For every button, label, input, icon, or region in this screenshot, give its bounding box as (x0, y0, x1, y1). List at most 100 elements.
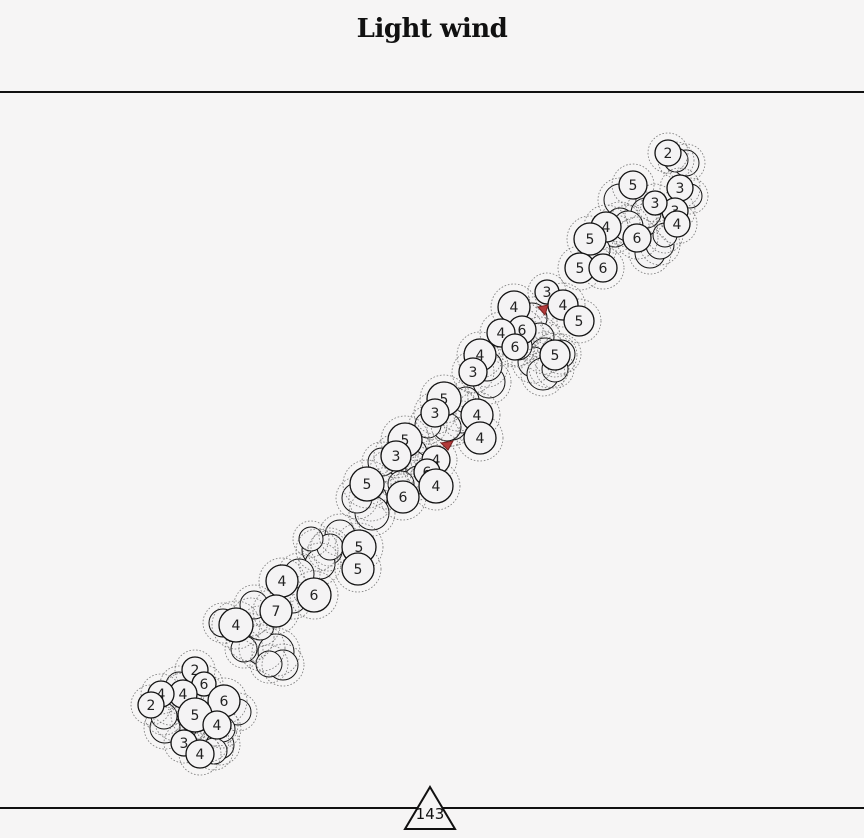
wind-circle-label: 6 (399, 490, 408, 506)
wind-circle-label: 6 (511, 340, 520, 356)
wind-circle-label: 4 (432, 453, 441, 469)
dotted-ring (456, 331, 504, 379)
accent-mark-middle (439, 440, 454, 451)
wind-circle-shape (622, 223, 652, 253)
wind-circle: 5 (341, 552, 375, 586)
wind-circle-label: 6 (220, 694, 229, 710)
wind-circle-label: 6 (518, 323, 527, 339)
wind-circle-shape (642, 190, 668, 216)
dotted-ring (292, 520, 330, 558)
wind-circle-label: 4 (473, 408, 482, 424)
wind-circle-shape (458, 357, 488, 387)
wind-circle: 4 (497, 290, 531, 324)
marker-triangle: 143 (403, 785, 457, 830)
wind-circle-label: 7 (272, 604, 281, 620)
wind-circle-shape (380, 440, 412, 472)
dotted-ring (298, 542, 342, 586)
wind-circle: 6 (501, 333, 529, 361)
wind-circle-label: 4 (213, 718, 222, 734)
wind-circle-label: 4 (179, 687, 188, 703)
wind-circle-label: 4 (673, 217, 682, 233)
dotted-ring (414, 438, 458, 482)
dotted-ring (211, 600, 261, 650)
wind-circle-label: 5 (586, 232, 595, 248)
dotted-ring (528, 347, 570, 389)
dotted-ring (494, 326, 536, 368)
wind-circle-label: 5 (355, 540, 364, 556)
dotted-ring (456, 414, 504, 462)
wind-circle-label: 5 (551, 348, 560, 364)
wind-circle-label: 2 (147, 698, 156, 714)
wind-circle: 2 (654, 139, 682, 167)
accent-mark-upper (537, 304, 549, 317)
wind-circle-label: 4 (510, 300, 519, 316)
wind-circle-shape (296, 577, 332, 613)
wind-circle: 6 (588, 253, 618, 283)
dotted-ring (342, 459, 392, 509)
wind-circle-label: 4 (157, 687, 166, 703)
dotted-ring (335, 476, 379, 520)
dotted-ring (348, 489, 396, 537)
wind-circle: 3 (420, 398, 450, 428)
wind-circle-label: 6 (310, 588, 319, 604)
wind-circle-shape (463, 421, 497, 455)
wind-circle: 5 (573, 222, 607, 256)
wind-circle-label: 3 (392, 449, 401, 465)
accent-marks (439, 304, 549, 451)
wind-circle-label: 4 (432, 479, 441, 495)
wind-circle-label: 4 (497, 326, 506, 342)
wind-circle-shape (654, 139, 682, 167)
dotted-ring (249, 644, 289, 684)
wind-circle-shape (218, 607, 254, 643)
wind-circle-shape (418, 468, 454, 504)
wind-circle-label: 4 (278, 574, 287, 590)
wind-circle-label: 5 (576, 261, 585, 277)
wind-circle-label: 3 (651, 196, 660, 212)
wind-circle: 4 (418, 468, 454, 504)
wind-circle-label: 3 (543, 285, 552, 301)
wind-circle: 6 (386, 480, 420, 514)
wind-circle-label: 6 (599, 261, 608, 277)
wind-circle: 2 (137, 691, 165, 719)
wind-circle-label: 2 (191, 663, 200, 679)
wind-circle-shape (420, 398, 450, 428)
dotted-ring (671, 177, 709, 215)
wind-circle: 4 (463, 421, 497, 455)
wind-circle-shape (386, 480, 420, 514)
wind-circle-label: 5 (363, 477, 372, 493)
wind-circle-label: 5 (440, 392, 449, 408)
wind-circle: 6 (622, 223, 652, 253)
wind-circle-label: 5 (354, 562, 363, 578)
wind-circle: 4 (663, 210, 691, 238)
wind-circle-label: 4 (232, 618, 241, 634)
dotted-ring (490, 283, 538, 331)
wind-circle: 6 (296, 577, 332, 613)
wind-circle-shape (588, 253, 618, 283)
wind-circle: 5 (349, 466, 385, 502)
wind-circle: 4 (265, 564, 299, 598)
wind-circle-shape (573, 222, 607, 256)
wind-circle: 7 (259, 594, 293, 628)
wind-circle: 3 (642, 190, 668, 216)
dotted-ring (334, 545, 382, 593)
wind-circle: 4 (185, 739, 215, 769)
wind-circle-shape (202, 710, 232, 740)
dotted-ring (556, 298, 602, 344)
wind-circle-label: 6 (633, 231, 642, 247)
wind-circle: 5 (618, 170, 648, 200)
wind-circle-label: 2 (664, 146, 673, 162)
dotted-ring (261, 643, 305, 687)
wind-circle-label: 4 (559, 298, 568, 314)
wind-circle-shape (501, 333, 529, 361)
dotted-ring (540, 282, 586, 328)
dotted-ring (238, 624, 286, 672)
wind-circle-label: 5 (191, 708, 200, 724)
wind-circle-label: 6 (200, 677, 209, 693)
wind-circle-shape (349, 466, 385, 502)
dotted-ring (656, 203, 698, 245)
dotted-ring (251, 627, 301, 677)
dotted-ring (647, 132, 689, 174)
dotted-ring (453, 391, 501, 439)
wind-circle: 4 (202, 710, 232, 740)
